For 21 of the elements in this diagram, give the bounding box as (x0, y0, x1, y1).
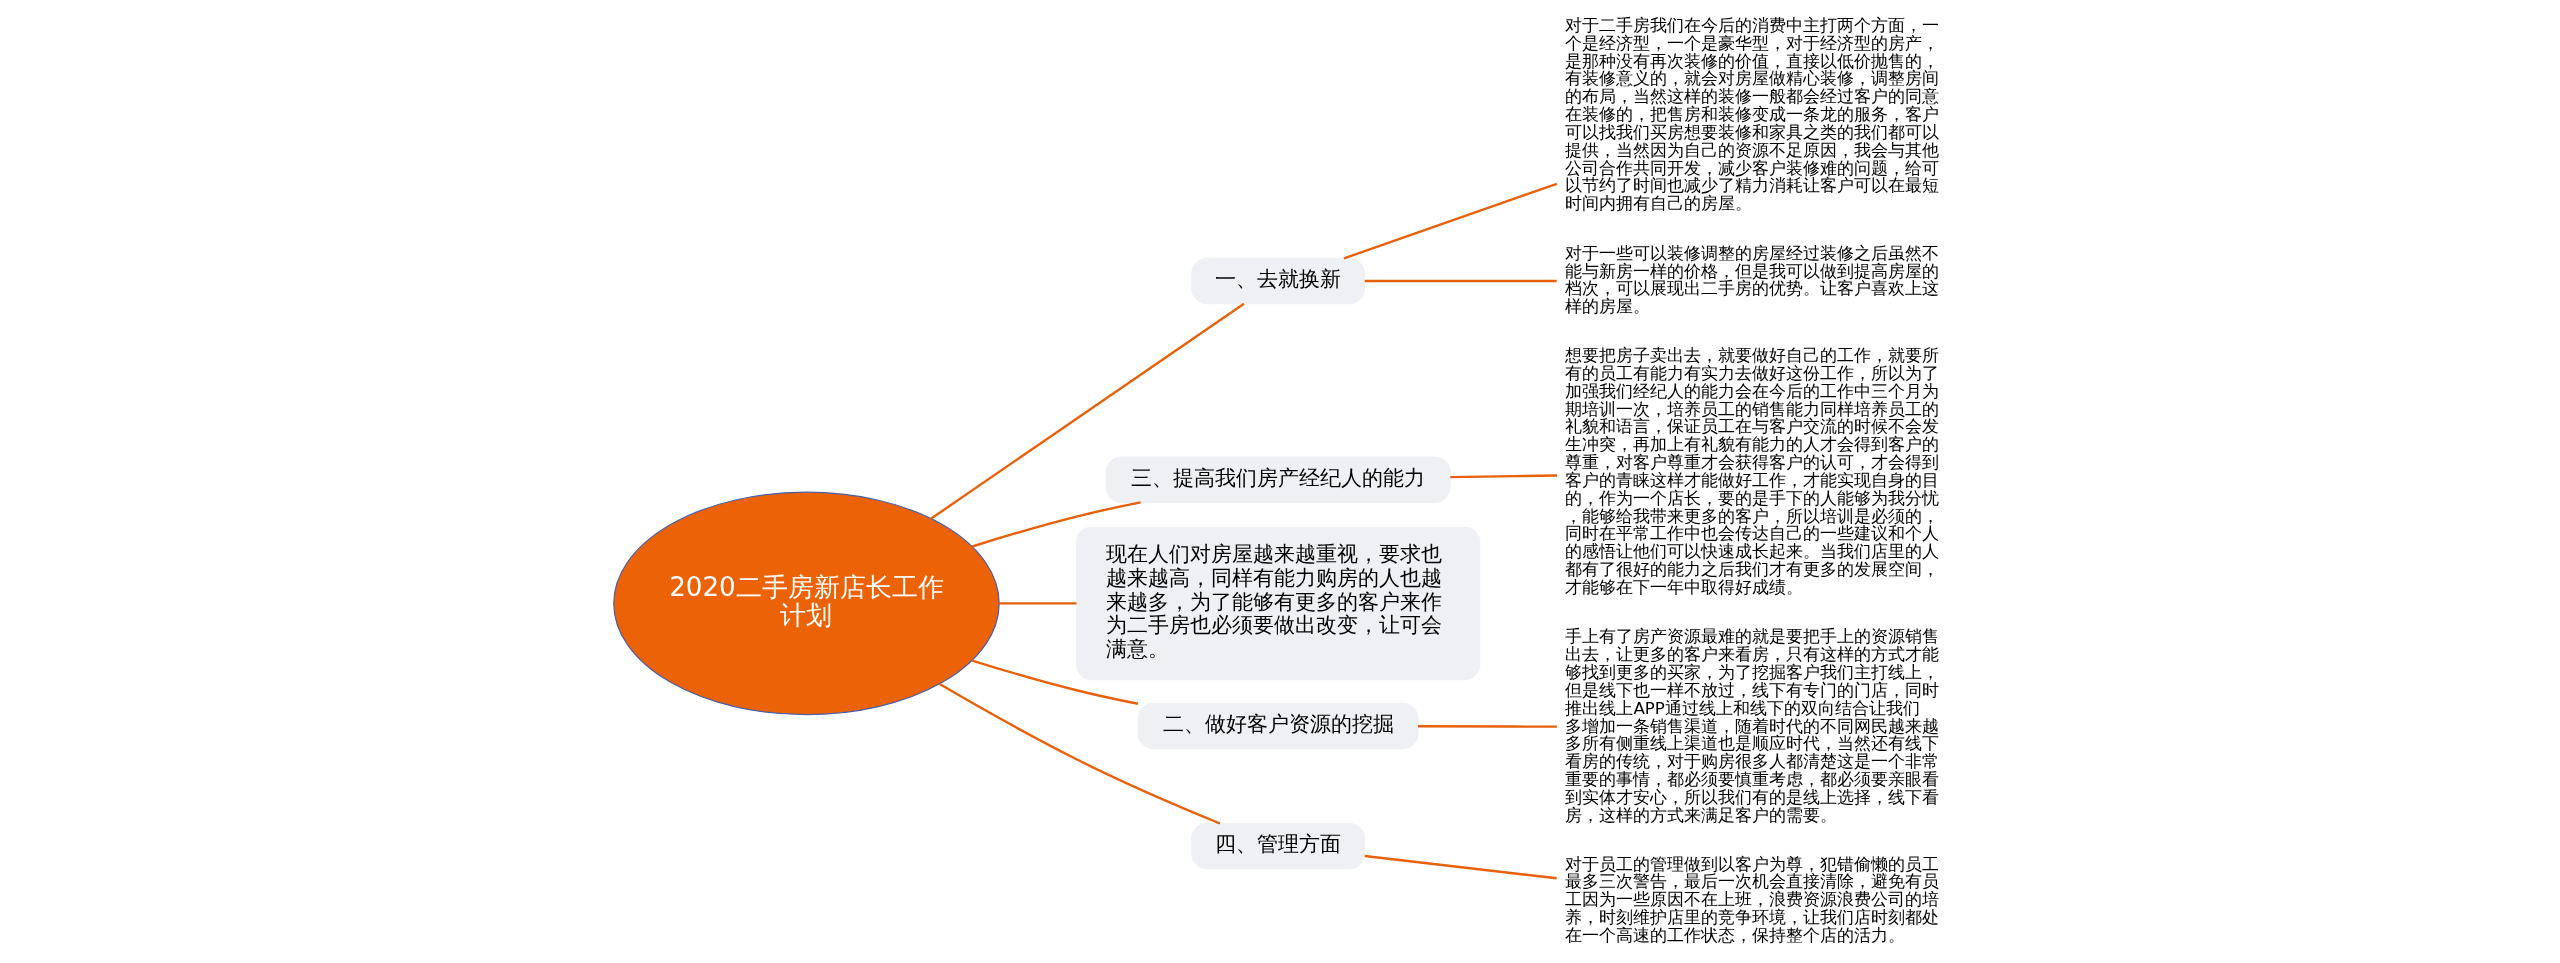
connector (971, 501, 1141, 548)
node-text: 对于一些可以装修调整的房屋经过装修之后虽然不能与新房一样的价格，但是我可以做到提高房屋的档次，可以展现出二手房的优势。让客户喜欢上这样的房屋。 (1564, 243, 1939, 317)
connector (1449, 474, 1557, 479)
node-ellipse: 2020二手房新店长工作计划 (612, 491, 1000, 716)
node-box: 现在人们对房屋越来越重视，要求也越来越高，同样有能力购房的人也越来越多，为了能够有更多的客户来作为二手房也必须要做出改变，让可会满意。 (1075, 526, 1480, 681)
node-box: 一、去就换新 (1190, 257, 1365, 305)
node-text: 对于二手房我们在今后的消费中主打两个方面，一个是经济型，一个是豪华型，对于经济型的房产，是那种没有再次装修的价值，直接以低价抛售的，有装修意义的，就会对房屋做精心装修，调整房间的布局，当然这样的装修一般都会经过客户的同意在装修的，把售房和装修变成一条龙的服务，客户可以找我们买房想要装修和家具之类的我们都可以提供，当然因为自己的资源不足原因，我会与其他公司合作共同开发，减少客户装修难的问题，给可以节约了时间也减少了精力消耗让客户可以在最短时间内拥有自己的房屋。 (1564, 15, 1939, 214)
connector (938, 683, 1220, 825)
connector (930, 302, 1245, 520)
node-text: 对于员工的管理做到以客户为尊，犯错偷懒的员工最多三次警告，最后一次机会直接清除，避免有员工因为一些原因不在上班，浪费资源浪费公司的培养，时刻维护店里的竞争环境，让我们店时刻都处在一个高速的工作状态，保持整个店的活力。 (1564, 854, 1939, 945)
node-text: 手上有了房产资源最难的就是要把手上的资源销售出去，让更多的客户来看房，只有这样的方式才能够找到更多的买家，为了挖掘客户我们主打线上，但是线下也一样不放过，线下有专门的门店，同时推出线上APP通过线上和线下的双向结合让我们多增加一条销售渠道，随着时代的不同网民越来越多所有侧重线上渠道也是顺应时代，当然还有线下看房的传统，对于购房很多人都清楚这是一个非常重要的事情，都必须要慎重考虑，都必须要亲眼看到实体才安心，所以我们有的是线上选择，线下看房，这样的方式来满足客户的需要。 (1564, 627, 1939, 825)
connector (1364, 279, 1557, 283)
connector (998, 602, 1076, 605)
node-box: 四、管理方面 (1190, 822, 1365, 870)
connector (1417, 725, 1557, 728)
node-box: 二、做好客户资源的挖掘 (1137, 702, 1418, 750)
connector (1364, 854, 1557, 880)
connector (1343, 182, 1557, 260)
node-text: 想要把房子卖出去，就要做好自己的工作，就要所有的员工有能力有实力去做好这份工作，所以为了加强我们经纪人的能力会在今后的工作中三个月为期培训一次，培养员工的销售能力同样培养员工的礼貌和语言，保证员工在与客户交流的时候不会发生冲突，再加上有礼貌有能力的人才会得到客户的尊重，对客户尊重才会获得客户的认可，才会得到客户的青睐这样才能做好工作，才能实现自身的目的，作为一个店长，要的是手下的人能够为我分忧，能够给我带来更多的客户，所以培训是必须的，同时在平常工作中也会传达自己的一些建议和个人的感悟让他们可以快速成长起来。当我们店里的人都有了很好的能力之后我们才有更多的发展空间，才能够在下一年中取得好成绩。 (1564, 346, 1939, 597)
connector (971, 659, 1138, 705)
node-box: 三、提高我们房产经纪人的能力 (1105, 456, 1451, 503)
